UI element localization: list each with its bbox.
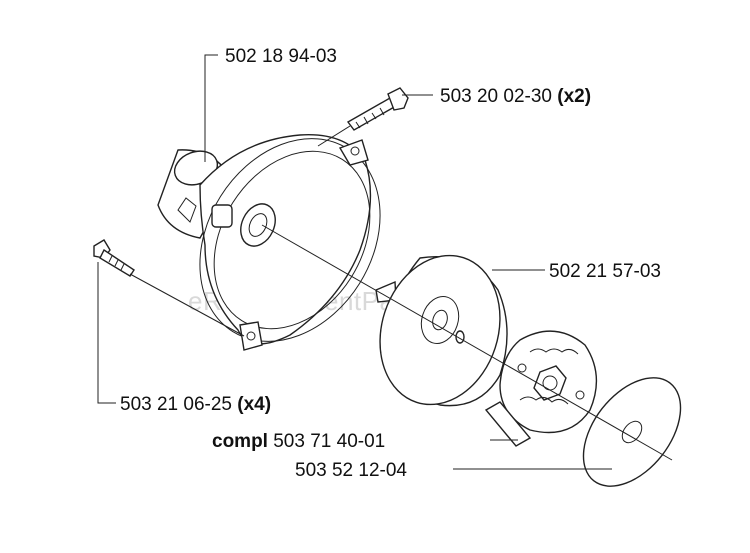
- screw-top-shank: [346, 97, 398, 131]
- screw-left: [93, 239, 135, 277]
- clutch-housing: [157, 134, 381, 351]
- washer-hole: [621, 420, 643, 444]
- housing-ear-bottom: [239, 321, 263, 351]
- housing-part-number: 502 18 94-03: [225, 46, 337, 67]
- screw-left-callout: 503 21 06-25 (x4): [120, 394, 271, 415]
- housing-bearing-bore: [248, 213, 268, 237]
- clutch-pin-2: [575, 390, 585, 400]
- clutch-drum-part-number: 502 21 57-03: [549, 261, 661, 282]
- washer-disc: [582, 377, 682, 487]
- clutch-spring-bottom: [519, 396, 569, 405]
- screw-left-part-number: 503 21 06-25: [120, 394, 232, 415]
- screw-top-quantity: (x2): [557, 86, 591, 107]
- clutch-assembly: [484, 330, 598, 447]
- housing-ear-hole: [350, 146, 360, 156]
- clutch-drum-bore: [432, 309, 448, 331]
- clutch-shoe-lower: [484, 401, 532, 447]
- housing-rim-inner: [213, 150, 371, 330]
- housing-shell: [199, 134, 372, 345]
- housing-lug: [211, 204, 233, 228]
- washer-outer: [582, 377, 682, 487]
- assembly-axis-left-screw: [129, 273, 245, 337]
- screw-top: [346, 87, 409, 131]
- clutch-spring-top: [529, 348, 579, 355]
- leader-housing: [204, 54, 218, 162]
- screw-top-part-number: 503 20 02-30: [440, 86, 552, 107]
- clutch-drum-hub: [420, 296, 460, 344]
- leader-screw-left: [97, 262, 116, 404]
- screw-left-quantity: (x4): [237, 394, 271, 415]
- screw-left-thread: [108, 255, 125, 271]
- assembly-axis-top-screw: [317, 125, 351, 147]
- clutch-hub-nut: [533, 365, 567, 401]
- assembly-axis-main: [261, 224, 673, 461]
- housing-fin: [177, 197, 197, 223]
- screw-top-head: [387, 87, 409, 111]
- housing-ear-top: [338, 139, 369, 166]
- housing-bearing: [240, 203, 276, 247]
- housing-ear-hole-2: [246, 331, 256, 341]
- washer-part-number: 503 52 12-04: [295, 460, 407, 481]
- clutch-pin-1: [517, 363, 527, 373]
- clutch-assembly-prefix: compl: [212, 431, 268, 452]
- screw-top-callout: 503 20 02-30 (x2): [440, 86, 591, 107]
- screw-top-thread: [355, 107, 385, 129]
- clutch-drum: [375, 254, 508, 407]
- clutch-assembly-callout: compl 503 71 40-01: [212, 431, 385, 452]
- clutch-assembly-part-number: 503 71 40-01: [273, 431, 385, 452]
